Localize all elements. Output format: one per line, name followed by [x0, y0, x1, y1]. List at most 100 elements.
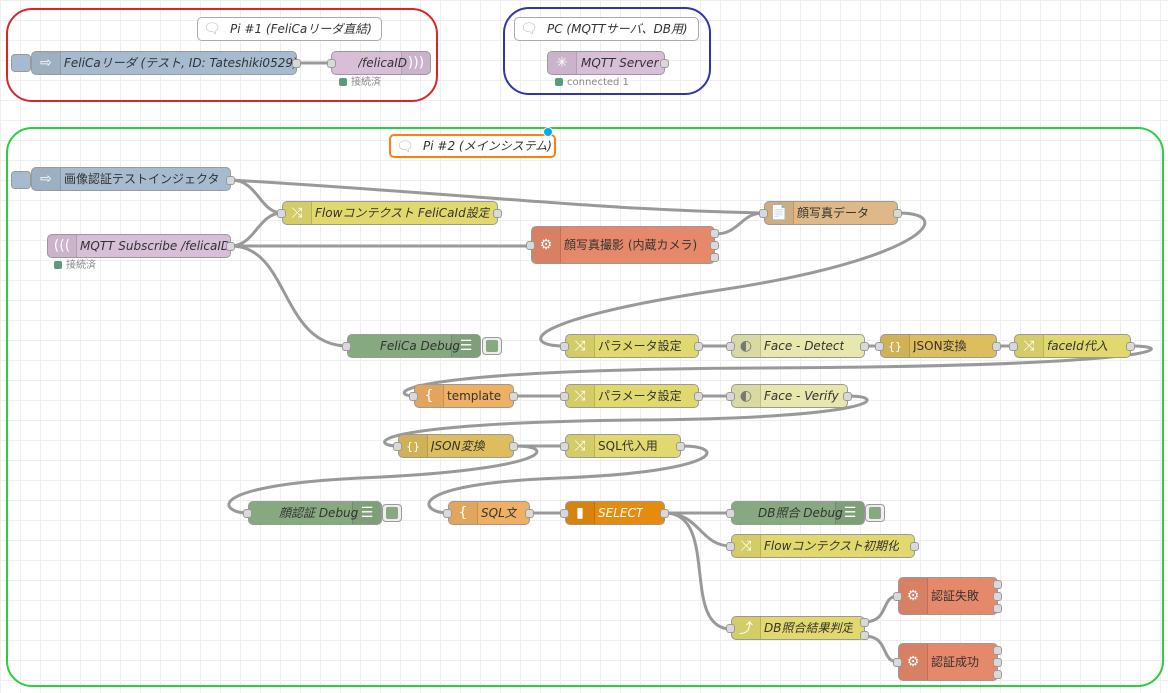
- input-port[interactable]: [526, 241, 535, 250]
- input-port[interactable]: [277, 209, 286, 218]
- input-port[interactable]: [243, 509, 252, 518]
- input-port[interactable]: [759, 209, 768, 218]
- output-port[interactable]: [910, 542, 919, 551]
- node-faceid-assign[interactable]: ⤨ faceId代入: [1014, 334, 1131, 358]
- node-mqtt-sub[interactable]: ((( MQTT Subscribe /felicaID: [47, 234, 231, 258]
- template-brace-icon: {: [415, 385, 444, 407]
- input-port[interactable]: [560, 342, 569, 351]
- input-port[interactable]: [726, 509, 735, 518]
- node-param2[interactable]: ⤨ パラメータ設定: [565, 384, 699, 408]
- output-port[interactable]: [993, 604, 1002, 613]
- comment-pi1[interactable]: 🗨 Pi #1 (FeliCaリーダ直結): [197, 17, 382, 41]
- input-port[interactable]: [726, 392, 735, 401]
- output-port[interactable]: [292, 59, 301, 68]
- node-face-detect[interactable]: ◐ Face - Detect: [731, 334, 865, 358]
- inject-trigger-button[interactable]: [11, 171, 31, 189]
- switch-icon: ⤴: [732, 617, 761, 639]
- group-pc[interactable]: [503, 7, 711, 95]
- output-port[interactable]: [993, 592, 1002, 601]
- node-flow-init[interactable]: ⤨ Flowコンテクスト初期化: [731, 534, 915, 558]
- input-port[interactable]: [1009, 342, 1018, 351]
- node-select[interactable]: ▮ SELECT: [565, 501, 665, 525]
- output-port[interactable]: [509, 442, 518, 451]
- output-port[interactable]: [710, 241, 719, 250]
- input-port[interactable]: [893, 592, 902, 601]
- node-face-capture[interactable]: ⚙ 顔写真撮影 (内蔵カメラ): [531, 226, 715, 264]
- node-mqtt-out[interactable]: /felicaID ))): [331, 51, 431, 75]
- node-flow-set[interactable]: ⤨ Flowコンテクスト FeliCaId設定: [282, 201, 498, 225]
- output-port[interactable]: [525, 509, 534, 518]
- node-auth-fail-label: 認証失敗: [931, 589, 980, 603]
- comment-icon: 🗨: [203, 21, 221, 37]
- mqtt-wave-icon: (((: [48, 235, 77, 257]
- output-port[interactable]: [843, 392, 852, 401]
- change-shuffle-icon: ⤨: [566, 435, 595, 457]
- node-felica-reader-label: FeliCaリーダ (テスト, ID: Tateshiki0529): [64, 56, 298, 70]
- node-face-debug[interactable]: 顔認証 Debug ☰: [248, 501, 382, 525]
- node-felica-reader[interactable]: ⇨ FeliCaリーダ (テスト, ID: Tateshiki0529): [31, 51, 298, 75]
- input-port[interactable]: [726, 542, 735, 551]
- output-port[interactable]: [993, 646, 1002, 655]
- input-port[interactable]: [875, 342, 884, 351]
- output-port[interactable]: [226, 176, 235, 185]
- output-port[interactable]: [893, 209, 902, 218]
- node-felica-debug[interactable]: FeliCa Debug ☰: [347, 334, 481, 358]
- input-port[interactable]: [560, 442, 569, 451]
- node-template[interactable]: { template: [414, 384, 514, 408]
- output-port[interactable]: [993, 670, 1002, 679]
- output-port[interactable]: [710, 253, 719, 262]
- node-auth-fail[interactable]: ⚙ 認証失敗: [898, 577, 998, 615]
- node-json2[interactable]: {} JSON変換: [398, 434, 514, 458]
- input-port[interactable]: [327, 59, 336, 68]
- output-port[interactable]: [676, 442, 685, 451]
- node-mqtt-server[interactable]: ✳ MQTT Server: [547, 51, 665, 75]
- output-port[interactable]: [1126, 342, 1135, 351]
- output-port[interactable]: [660, 509, 669, 518]
- node-param1[interactable]: ⤨ パラメータ設定: [565, 334, 699, 358]
- output-port[interactable]: [860, 631, 869, 640]
- node-face-photo-data[interactable]: 📄 顔写真データ: [764, 201, 898, 225]
- node-sql-assign[interactable]: ⤨ SQL代入用: [565, 434, 681, 458]
- input-port[interactable]: [560, 392, 569, 401]
- input-port[interactable]: [726, 624, 735, 633]
- input-port[interactable]: [560, 509, 569, 518]
- input-port[interactable]: [726, 342, 735, 351]
- output-port[interactable]: [993, 580, 1002, 589]
- node-db-judge[interactable]: ⤴ DB照合結果判定: [731, 616, 865, 640]
- debug-toggle-button[interactable]: [482, 337, 502, 355]
- output-port[interactable]: [493, 209, 502, 218]
- node-auth-success[interactable]: ⚙ 認証成功: [898, 643, 998, 681]
- comment-pc[interactable]: 🗨 PC (MQTTサーバ、DB用): [514, 17, 699, 41]
- node-json1[interactable]: {} JSON変換: [880, 334, 997, 358]
- node-sql-statement[interactable]: { SQL文: [448, 501, 530, 525]
- output-port[interactable]: [992, 342, 1001, 351]
- debug-toggle-button[interactable]: [865, 504, 885, 522]
- node-mqtt-out-label: /felicaID: [358, 56, 408, 70]
- input-port[interactable]: [393, 442, 402, 451]
- output-port[interactable]: [226, 242, 235, 251]
- mqtt-sub-status: 接続済: [54, 260, 96, 271]
- inject-trigger-button[interactable]: [11, 54, 31, 72]
- comment-pi1-label: Pi #1 (FeliCaリーダ直結): [230, 22, 372, 36]
- input-port[interactable]: [342, 342, 351, 351]
- group-pi2[interactable]: [6, 127, 1164, 687]
- debug-toggle-button[interactable]: [382, 504, 402, 522]
- output-port[interactable]: [694, 342, 703, 351]
- output-port[interactable]: [710, 229, 719, 238]
- output-port[interactable]: [660, 59, 669, 68]
- node-json1-label: JSON変換: [913, 339, 967, 353]
- output-port[interactable]: [509, 392, 518, 401]
- output-port[interactable]: [860, 618, 869, 627]
- node-image-inject[interactable]: ⇨ 画像認証テストインジェクタ: [31, 167, 231, 191]
- node-face-verify[interactable]: ◐ Face - Verify: [731, 384, 848, 408]
- node-param2-label: パラメータ設定: [598, 389, 682, 403]
- output-port[interactable]: [993, 658, 1002, 667]
- node-db-debug[interactable]: DB照合 Debug ☰: [731, 501, 865, 525]
- input-port[interactable]: [443, 509, 452, 518]
- output-port[interactable]: [860, 342, 869, 351]
- output-port[interactable]: [694, 392, 703, 401]
- input-port[interactable]: [409, 392, 418, 401]
- comment-pi2[interactable]: 🗨 Pi #2 (メインシステム): [389, 134, 556, 158]
- input-port[interactable]: [893, 658, 902, 667]
- group-pi1[interactable]: [6, 8, 438, 102]
